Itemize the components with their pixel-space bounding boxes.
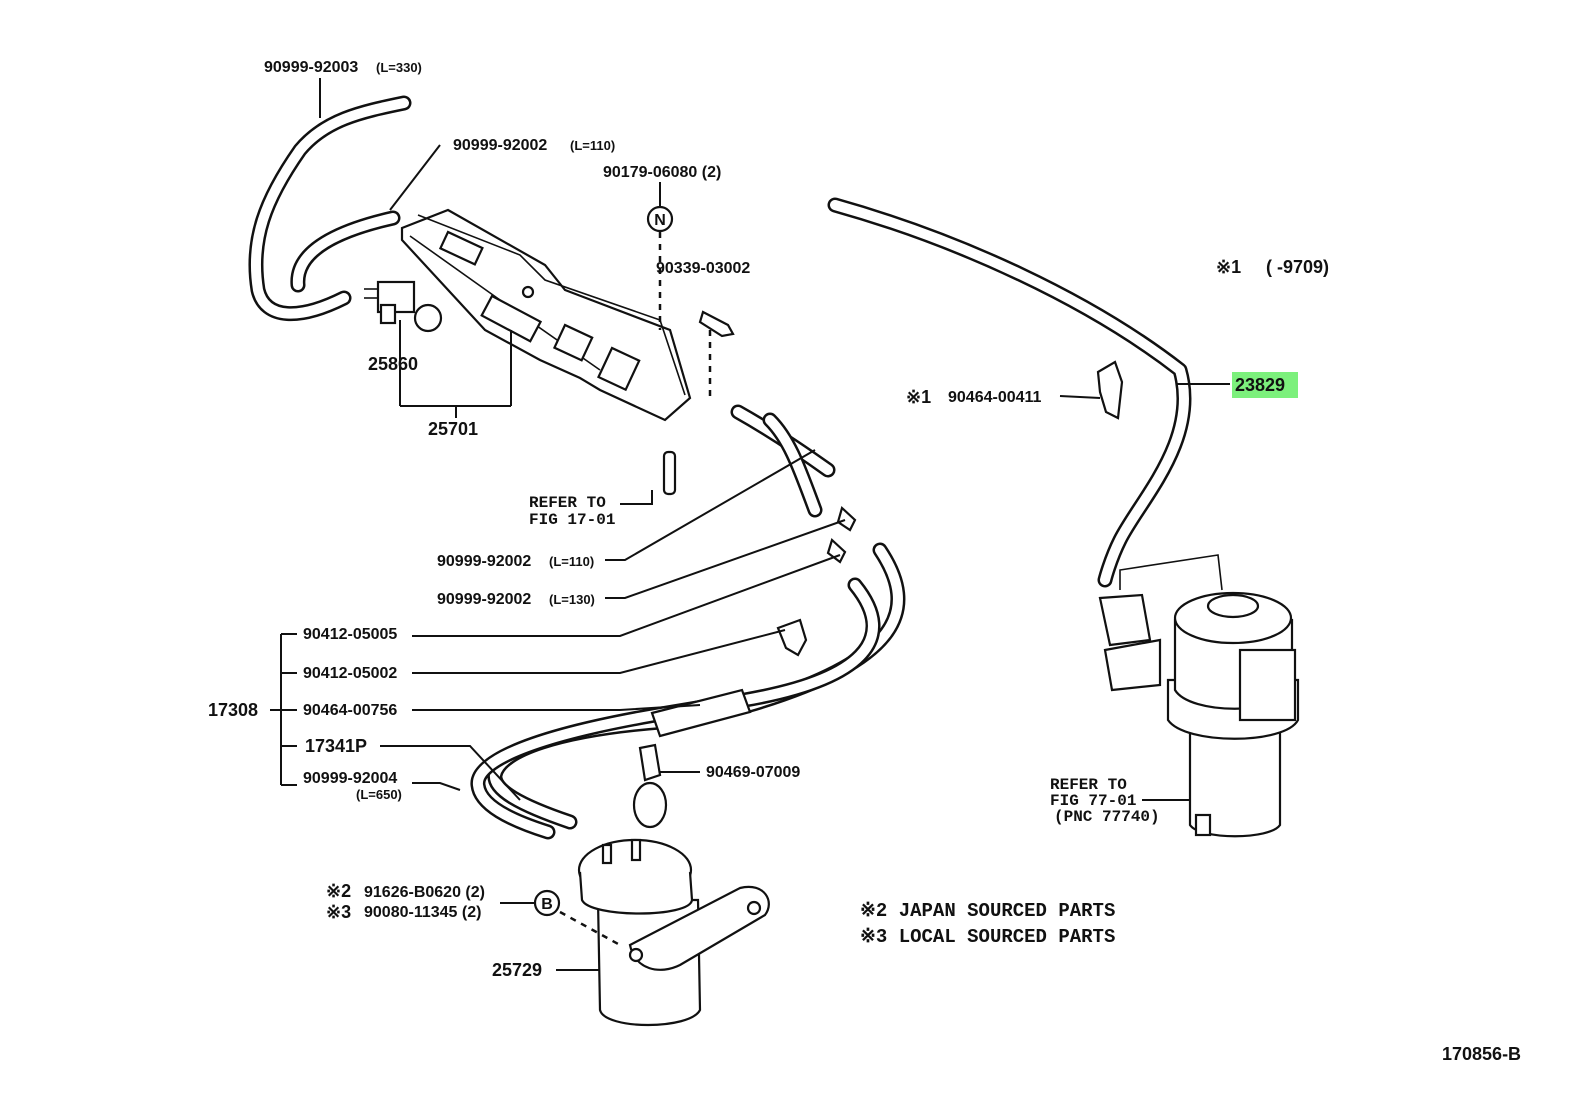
label-hose-110-top-len: (L=110) bbox=[570, 138, 615, 153]
plug-90339-drawing bbox=[698, 310, 735, 338]
label-hose-17341p[interactable]: 17341P bbox=[305, 736, 367, 756]
label-plug-90339[interactable]: 90339-03002 bbox=[656, 260, 750, 277]
refer-17-01-part bbox=[662, 450, 677, 496]
label-note1-mark: ※1 bbox=[1216, 257, 1241, 277]
label-hose-23829[interactable]: 23829 bbox=[1235, 375, 1285, 395]
charcoal-canister-right-drawing bbox=[1098, 554, 1300, 838]
label-refer-77-line2[interactable]: FIG 77-01 bbox=[1050, 792, 1136, 810]
label-clamp-00411-mark: ※1 bbox=[906, 387, 931, 407]
svg-text:N: N bbox=[654, 212, 666, 229]
hose-90999-92002-mid-drawing bbox=[730, 404, 836, 518]
label-bolt-11345[interactable]: 90080-11345 (2) bbox=[364, 904, 481, 921]
hose-23829-drawing bbox=[827, 197, 1192, 588]
label-clamp-00756[interactable]: 90464-00756 bbox=[303, 702, 397, 719]
label-hose-top-len: (L=330) bbox=[376, 60, 422, 75]
callout-b: B bbox=[533, 889, 561, 917]
hose-17341p-drawing bbox=[487, 542, 906, 830]
legend-local-sourced: ※3 LOCAL SOURCED PARTS bbox=[860, 926, 1115, 948]
hose-sleeve bbox=[650, 688, 752, 738]
vsv-25860-drawing bbox=[364, 280, 443, 333]
clamp-90469-07009-drawing bbox=[632, 743, 668, 829]
label-bracket-25701[interactable]: 25701 bbox=[428, 419, 478, 439]
svg-text:B: B bbox=[541, 896, 553, 913]
label-clip-90179[interactable]: 90179-06080 (2) bbox=[603, 164, 721, 181]
clamp-90464-00411-drawing bbox=[1096, 360, 1124, 420]
label-hose-130-len: (L=130) bbox=[549, 592, 595, 607]
label-refer-17-line1: REFER TO bbox=[529, 494, 606, 512]
label-clamp-07009[interactable]: 90469-07009 bbox=[706, 764, 800, 781]
label-hose-650[interactable]: 90999-92004 bbox=[303, 770, 397, 787]
clamp-90412-05005-drawing bbox=[836, 505, 857, 532]
label-clamp-05002[interactable]: 90412-05002 bbox=[303, 665, 397, 682]
label-vsv-25860[interactable]: 25860 bbox=[368, 354, 418, 374]
label-refer-77-line1: REFER TO bbox=[1050, 776, 1127, 794]
label-refer-77-line3: (PNC 77740) bbox=[1054, 808, 1160, 826]
leader-lines bbox=[270, 78, 1230, 971]
label-hose-110-mid-len: (L=110) bbox=[549, 554, 594, 569]
hose-90999-92003-drawing bbox=[248, 95, 412, 322]
legend-japan-sourced: ※2 JAPAN SOURCED PARTS bbox=[860, 900, 1115, 922]
canister-25729-drawing bbox=[577, 838, 770, 1027]
hose-90999-92004-drawing bbox=[470, 577, 881, 840]
label-clamp-05005[interactable]: 90412-05005 bbox=[303, 626, 397, 643]
label-canister-25729[interactable]: 25729 bbox=[492, 960, 542, 980]
clamp-90464-00756-drawing bbox=[776, 618, 808, 657]
label-clamp-00411[interactable]: 90464-00411 bbox=[948, 389, 1042, 406]
label-hose-650-len: (L=650) bbox=[356, 787, 402, 802]
label-bolt-b0620-mark: ※2 bbox=[326, 881, 351, 901]
label-refer-17-line2[interactable]: FIG 17-01 bbox=[529, 511, 615, 529]
bracket-25701-drawing bbox=[400, 208, 692, 422]
label-hose-110-top[interactable]: 90999-92002 bbox=[453, 137, 547, 154]
figure-id: 170856-B bbox=[1442, 1044, 1521, 1064]
label-note1-text: ( -9709) bbox=[1266, 257, 1329, 277]
label-hose-110-mid[interactable]: 90999-92002 bbox=[437, 553, 531, 570]
callout-n: N bbox=[646, 205, 674, 233]
clamp-90412-05002-drawing bbox=[826, 538, 847, 564]
label-assy-17308[interactable]: 17308 bbox=[208, 700, 258, 720]
label-hose-130[interactable]: 90999-92002 bbox=[437, 591, 531, 608]
part-number-highlight bbox=[1232, 372, 1298, 398]
hose-90999-92002-top-drawing bbox=[290, 210, 401, 293]
label-hose-top[interactable]: 90999-92003 bbox=[264, 59, 358, 76]
label-bolt-b0620[interactable]: 91626-B0620 (2) bbox=[364, 884, 485, 901]
label-bolt-11345-mark: ※3 bbox=[326, 902, 351, 922]
